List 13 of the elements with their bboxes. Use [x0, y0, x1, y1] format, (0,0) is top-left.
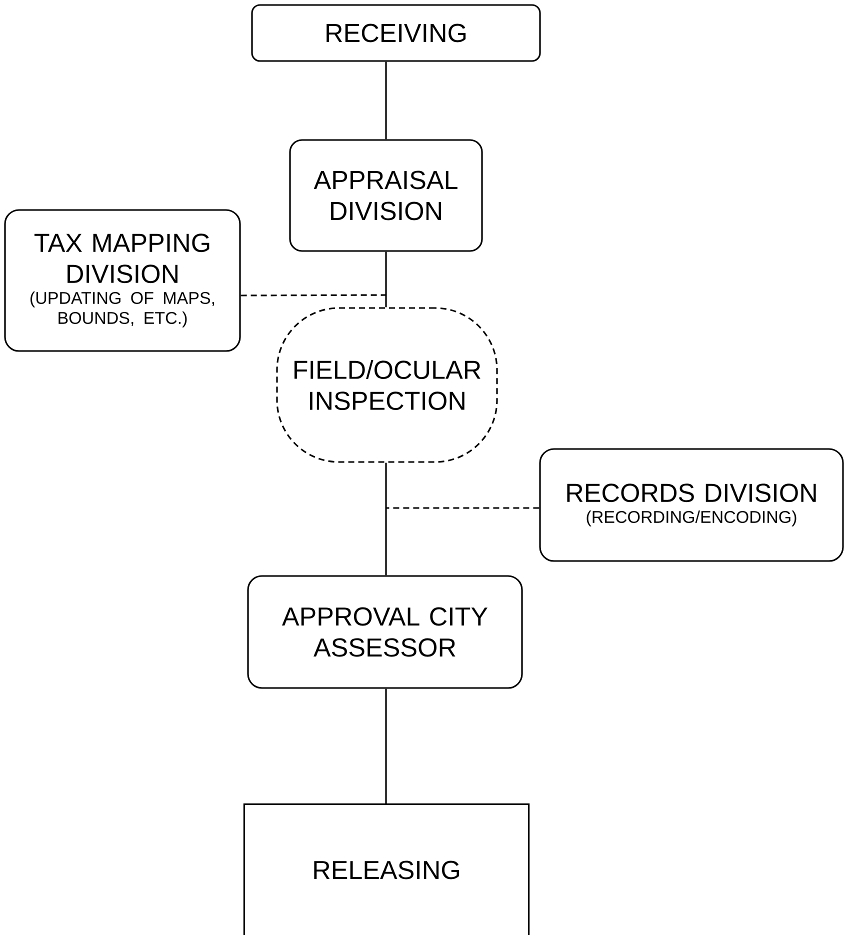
inspection-box: FIELD/OCULAR INSPECTION [276, 307, 498, 463]
connector-line [385, 462, 387, 576]
process-box: TAX MAPPING DIVISION (UPDATING OF MAPS, BOUNDS, ETC.) [4, 209, 241, 352]
dashed-connector [240, 294, 386, 296]
connector-line [385, 252, 387, 308]
process-box: RECEIVING [251, 4, 541, 62]
connector-line [385, 688, 387, 804]
process-box: APPROVAL CITY ASSESSOR [247, 575, 523, 689]
dashed-connector [386, 507, 540, 509]
process-box: RELEASING [243, 803, 530, 935]
process-box: RECORDS DIVISION (RECORDING/ENCODING) [539, 448, 844, 562]
connector-line [385, 62, 387, 140]
process-box: APPRAISAL DIVISION [289, 139, 483, 252]
